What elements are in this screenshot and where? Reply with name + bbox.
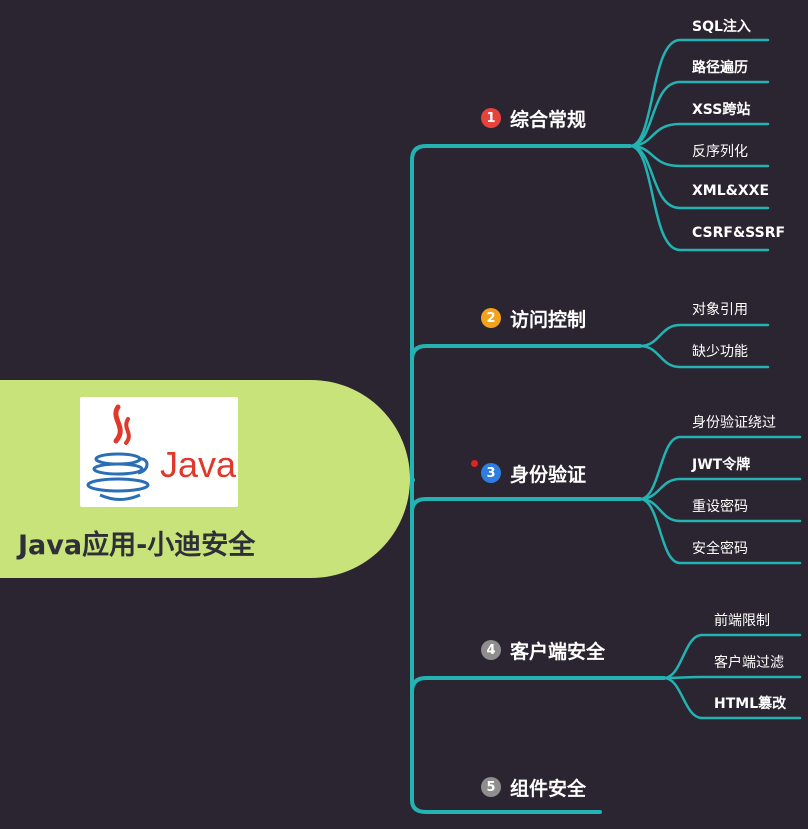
number-badge-icon: 2 <box>481 308 501 328</box>
leaf-node[interactable]: XSS跨站 <box>692 102 751 118</box>
number-badge-icon: 5 <box>481 777 501 797</box>
branch-label: 组件安全 <box>510 777 587 800</box>
number-badge-icon: 3 <box>481 463 501 483</box>
leaf-connector <box>638 435 802 501</box>
branch-2[interactable]: 2 访问控制 <box>481 303 586 333</box>
leaf-node[interactable]: 前端限制 <box>714 613 770 629</box>
leaf-node[interactable]: 重设密码 <box>692 499 748 515</box>
leaf-connector <box>638 344 770 369</box>
root-title: Java应用-小迪安全 <box>18 530 256 561</box>
leaf-node[interactable]: 客户端过滤 <box>714 655 784 671</box>
branch-label: 客户端安全 <box>510 640 606 663</box>
java-logo-text: Java <box>160 444 237 485</box>
branch-1-line <box>410 144 632 162</box>
leaf-connector <box>628 144 770 252</box>
leaf-node[interactable]: SQL注入 <box>692 19 751 35</box>
branch-5[interactable]: 5 组件安全 <box>481 772 586 802</box>
leaf-node[interactable]: 对象引用 <box>692 302 748 318</box>
leaf-connector <box>628 38 770 148</box>
branch-1[interactable]: 1 综合常规 <box>481 103 586 133</box>
branch-label: 综合常规 <box>510 108 587 131</box>
branch-label: 访问控制 <box>510 308 587 331</box>
leaf-node[interactable]: 安全密码 <box>692 541 748 557</box>
branch-4-line <box>410 676 666 694</box>
leaf-node[interactable]: 路径遍历 <box>692 60 748 76</box>
number-badge-icon: 1 <box>481 108 501 128</box>
java-logo <box>80 397 238 507</box>
leaf-node[interactable]: XML&XXE <box>692 183 770 199</box>
branch-2-line <box>410 344 642 362</box>
leaf-connector <box>638 477 802 501</box>
leaf-node[interactable]: 缺少功能 <box>692 344 748 360</box>
leaf-connector <box>662 676 802 720</box>
number-badge-icon: 4 <box>481 640 501 660</box>
leaf-connector <box>628 144 770 168</box>
leaf-connector <box>662 633 802 680</box>
branch-3[interactable]: 3 身份验证 <box>481 458 586 488</box>
leaf-node[interactable]: 反序列化 <box>692 144 748 160</box>
trunk-line <box>410 158 602 814</box>
branch-3-line <box>410 497 642 514</box>
branch-label: 身份验证 <box>510 463 587 486</box>
leaf-node[interactable]: JWT令牌 <box>692 457 751 473</box>
leaf-connector <box>628 122 770 148</box>
java-coffee-cup-icon <box>86 404 150 501</box>
branch-4[interactable]: 4 客户端安全 <box>481 635 605 665</box>
leaf-connector <box>638 497 802 565</box>
leaf-node[interactable]: 身份验证绕过 <box>692 415 776 431</box>
leaf-connector <box>662 675 802 680</box>
leaf-node[interactable]: HTML篡改 <box>714 696 787 712</box>
leaf-node[interactable]: CSRF&SSRF <box>692 225 786 241</box>
leaf-connector <box>638 323 770 348</box>
cursor-highlight-icon <box>471 460 478 467</box>
leaf-connector <box>628 80 770 148</box>
